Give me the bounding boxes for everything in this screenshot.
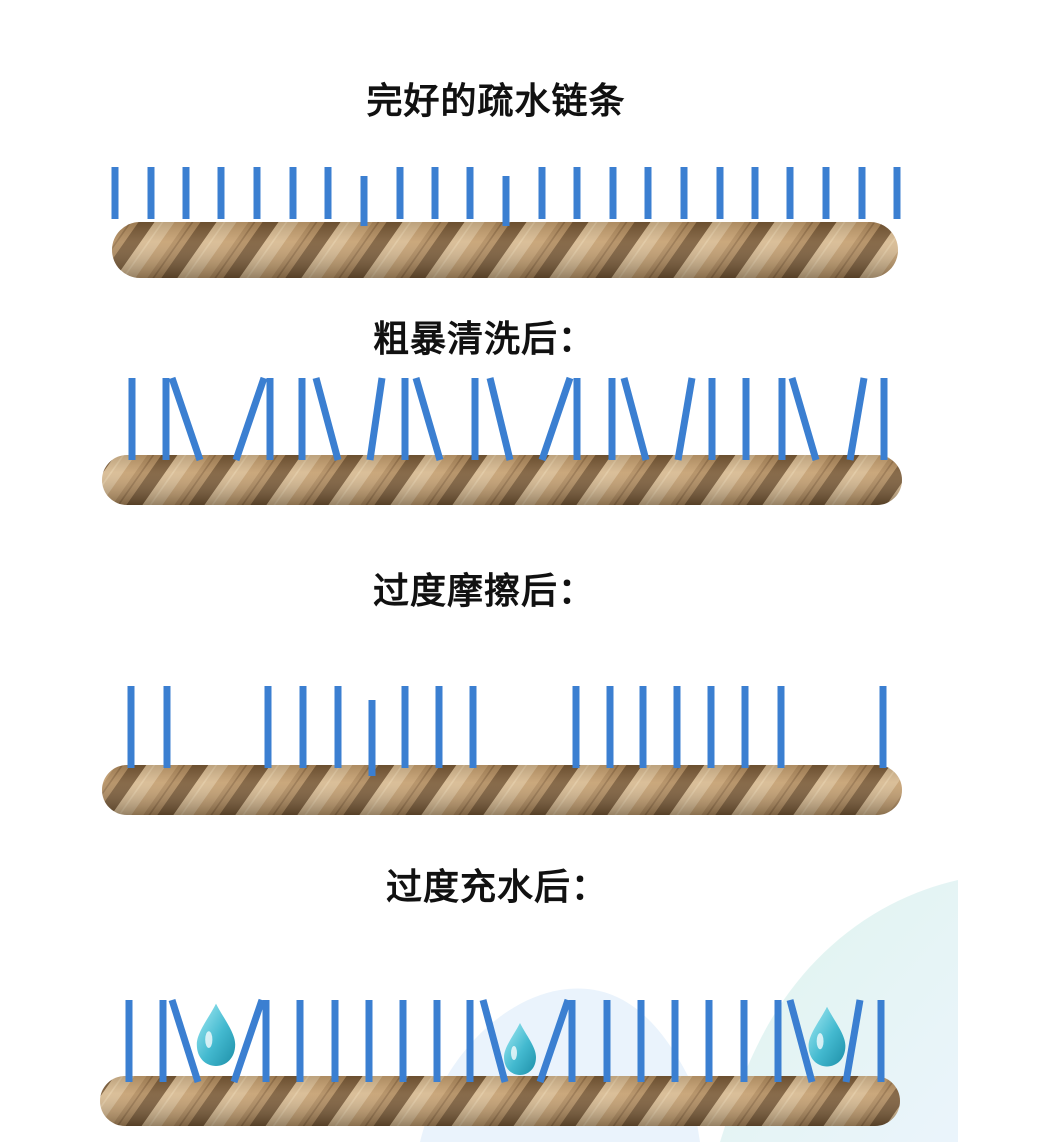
strand-icon: [788, 377, 820, 461]
rope-shading: [100, 1076, 900, 1126]
droplet-body: [808, 1006, 846, 1067]
strand-icon: [674, 377, 696, 461]
strand-icon: [230, 998, 266, 1084]
strand-icon: [486, 377, 514, 461]
strand-icon: [312, 377, 342, 461]
droplet-highlight: [816, 1033, 824, 1050]
rope-shading: [102, 455, 902, 505]
water-droplet-icon: [196, 1003, 236, 1066]
strand-icon: [846, 377, 868, 461]
water-droplet-icon: [808, 1006, 846, 1067]
rope-icon: [112, 222, 898, 278]
strand-icon: [842, 999, 864, 1083]
section-title-intact-chain: 完好的疏水链条: [366, 81, 626, 122]
strand-icon: [412, 377, 444, 461]
rope-icon: [102, 765, 902, 815]
section-title-rough-wash: 粗暴清洗后：: [372, 319, 595, 360]
strand-icon: [479, 999, 509, 1083]
rope-shading: [102, 765, 902, 815]
section-title-over-friction: 过度摩擦后：: [372, 571, 595, 612]
section-title-over-water: 过度充水后：: [385, 867, 608, 908]
strand-icon: [366, 377, 386, 461]
droplet-body: [196, 1003, 236, 1066]
droplet-highlight: [205, 1031, 213, 1048]
strand-icon: [786, 999, 816, 1083]
strand-icon: [168, 998, 202, 1084]
rope-shading: [112, 222, 898, 278]
droplet-body: [504, 1023, 536, 1075]
strand-icon: [232, 376, 268, 462]
strand-icon: [168, 376, 204, 462]
strand-icon: [536, 998, 572, 1084]
rope-icon: [102, 455, 902, 505]
droplet-highlight: [511, 1046, 517, 1060]
strand-icon: [538, 376, 574, 462]
rope-icon: [100, 1076, 900, 1126]
water-droplet-icon: [504, 1023, 536, 1075]
strand-icon: [620, 377, 650, 461]
